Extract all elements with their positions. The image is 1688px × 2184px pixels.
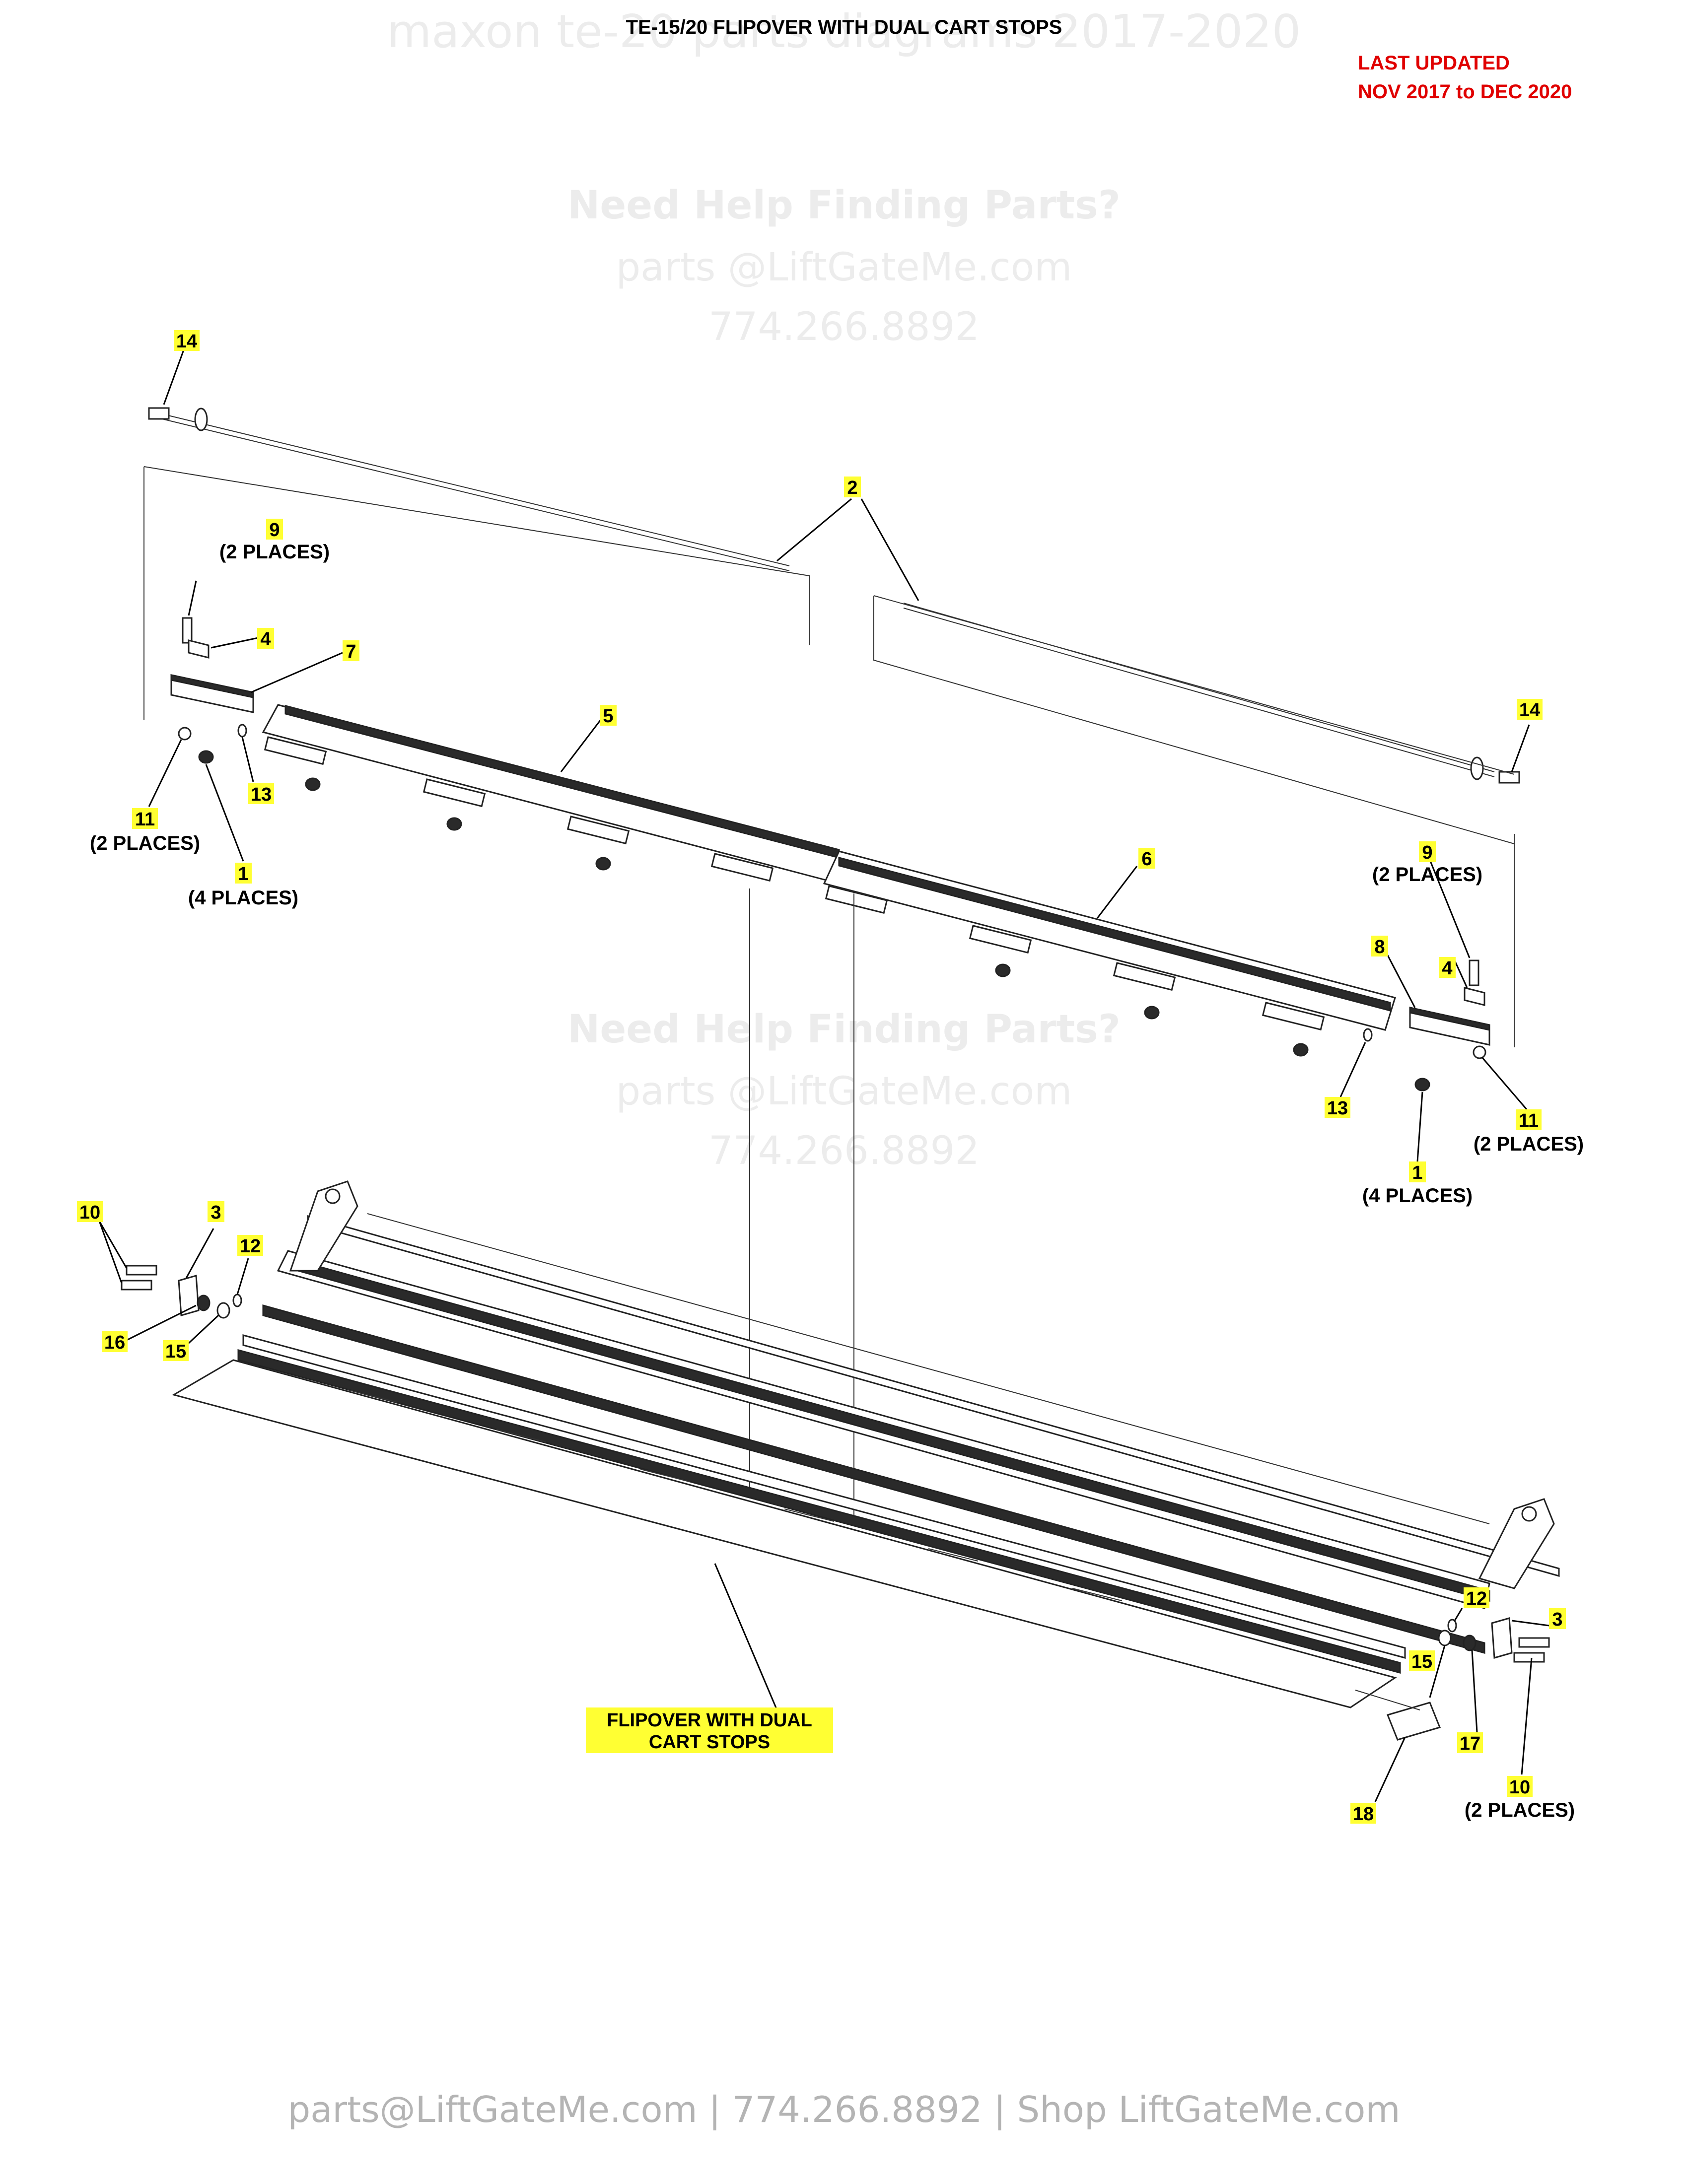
- spring-17: [1463, 1635, 1477, 1651]
- callout-1-left: 1: [238, 864, 248, 885]
- rod-head-right: [1470, 756, 1484, 780]
- callout-10-left: 10: [79, 1202, 100, 1223]
- pin-14-left: [148, 407, 170, 420]
- leader-lines: [98, 349, 1549, 1802]
- watermark-email-1: parts @LiftGateMe.com: [616, 245, 1072, 290]
- page-title: TE-15/20 FLIPOVER WITH DUAL CART STOPS: [626, 16, 1062, 38]
- bolt-10-left-a: [126, 1265, 157, 1276]
- last-updated-range: NOV 2017 to DEC 2020: [1358, 81, 1572, 103]
- callout-16: 16: [104, 1332, 125, 1353]
- pin-14-right: [1498, 771, 1520, 784]
- bolt-10-right-a: [1518, 1637, 1550, 1648]
- callout-14-right: 14: [1519, 700, 1540, 721]
- bushing-15-left: [216, 1302, 230, 1319]
- callout-9-right: 9: [1422, 842, 1432, 863]
- bushing-15-right: [1438, 1630, 1452, 1646]
- clip-4-left: [188, 639, 210, 659]
- nut-11-left: [178, 727, 192, 741]
- callout-8: 8: [1374, 937, 1385, 957]
- upper-assembly: [143, 407, 1520, 1524]
- callout-12-left: 12: [240, 1236, 261, 1257]
- callout-main-line1: FLIPOVER WITH DUAL: [607, 1710, 812, 1731]
- cart-stop-3-right: [1491, 1617, 1513, 1659]
- callout-5: 5: [603, 706, 613, 727]
- callout-6: 6: [1141, 849, 1152, 870]
- washer-13-left: [237, 724, 247, 738]
- bolt-10-right-b: [1513, 1652, 1545, 1663]
- callout-3-right: 3: [1552, 1609, 1562, 1630]
- cart-stop-3-left: [178, 1275, 200, 1316]
- places-1-left: (4 PLACES): [188, 887, 298, 909]
- callout-9-left: 9: [269, 520, 280, 541]
- callout-10-right: 10: [1509, 1777, 1530, 1798]
- bolt-9-left: [182, 617, 193, 644]
- bumpers: [198, 750, 1430, 1092]
- callout-14-left: 14: [176, 331, 197, 352]
- spring-16: [197, 1295, 211, 1311]
- platform-assembly: [121, 1180, 1560, 1741]
- watermark-email-2: parts @LiftGateMe.com: [616, 1069, 1072, 1114]
- washer-12-left: [232, 1294, 242, 1307]
- washer-12-right: [1447, 1619, 1457, 1633]
- bolt-10-left-b: [121, 1280, 152, 1291]
- places-10-right: (2 PLACES): [1465, 1799, 1575, 1821]
- hinge-knuckles: [264, 736, 1325, 1031]
- places-11-left: (2 PLACES): [90, 832, 200, 854]
- callout-18: 18: [1353, 1804, 1374, 1825]
- bracket-left: [289, 1180, 358, 1272]
- callout-15-left: 15: [165, 1341, 186, 1362]
- watermark-phone-1: 774.266.8892: [708, 305, 980, 349]
- bolt-9-right: [1469, 959, 1479, 986]
- callout-1-right: 1: [1412, 1162, 1422, 1183]
- hinge-rod-left: [153, 411, 790, 566]
- places-11-right: (2 PLACES): [1474, 1133, 1584, 1155]
- flipover-plate: [172, 1359, 1397, 1708]
- watermark-help-1: Need Help Finding Parts?: [567, 183, 1121, 228]
- callout-4-right: 4: [1442, 958, 1452, 979]
- callout-3-left: 3: [211, 1202, 221, 1223]
- nut-11-right: [1473, 1045, 1486, 1059]
- watermark-top: maxon te-20 parts diagrams 2017-2020: [387, 5, 1301, 58]
- pad-18: [1386, 1702, 1441, 1741]
- last-updated-label: LAST UPDATED: [1358, 52, 1510, 74]
- watermark-help-2: Need Help Finding Parts?: [567, 1007, 1121, 1052]
- callout-13-left: 13: [251, 784, 272, 805]
- places-1-right: (4 PLACES): [1362, 1185, 1473, 1207]
- bracket-right: [1478, 1498, 1555, 1589]
- callout-4-left: 4: [260, 629, 271, 650]
- clip-4-right: [1464, 987, 1485, 1006]
- callout-15-right: 15: [1411, 1651, 1432, 1672]
- callout-13-right: 13: [1327, 1098, 1348, 1119]
- callout-17: 17: [1460, 1733, 1480, 1754]
- flipper-panel-5: [262, 704, 840, 885]
- callout-7: 7: [346, 641, 356, 662]
- callout-11-right: 11: [1519, 1110, 1539, 1131]
- callout-12-right: 12: [1466, 1588, 1487, 1609]
- callout-2: 2: [847, 478, 857, 498]
- callouts: 14 2 9 (2 PLACES) 4 7 5 14 11 (2 PLACES)…: [77, 330, 1584, 1825]
- callout-main-line2: CART STOPS: [649, 1732, 770, 1753]
- places-9-right: (2 PLACES): [1372, 864, 1482, 886]
- rod-head-left: [194, 408, 208, 431]
- watermark-phone-2: 774.266.8892: [708, 1129, 980, 1173]
- places-9-left: (2 PLACES): [219, 541, 330, 563]
- footer-contact: parts@LiftGateMe.com | 774.266.8892 | Sh…: [288, 2089, 1401, 2131]
- washer-13-right: [1363, 1028, 1373, 1042]
- callout-11-left: 11: [135, 809, 155, 830]
